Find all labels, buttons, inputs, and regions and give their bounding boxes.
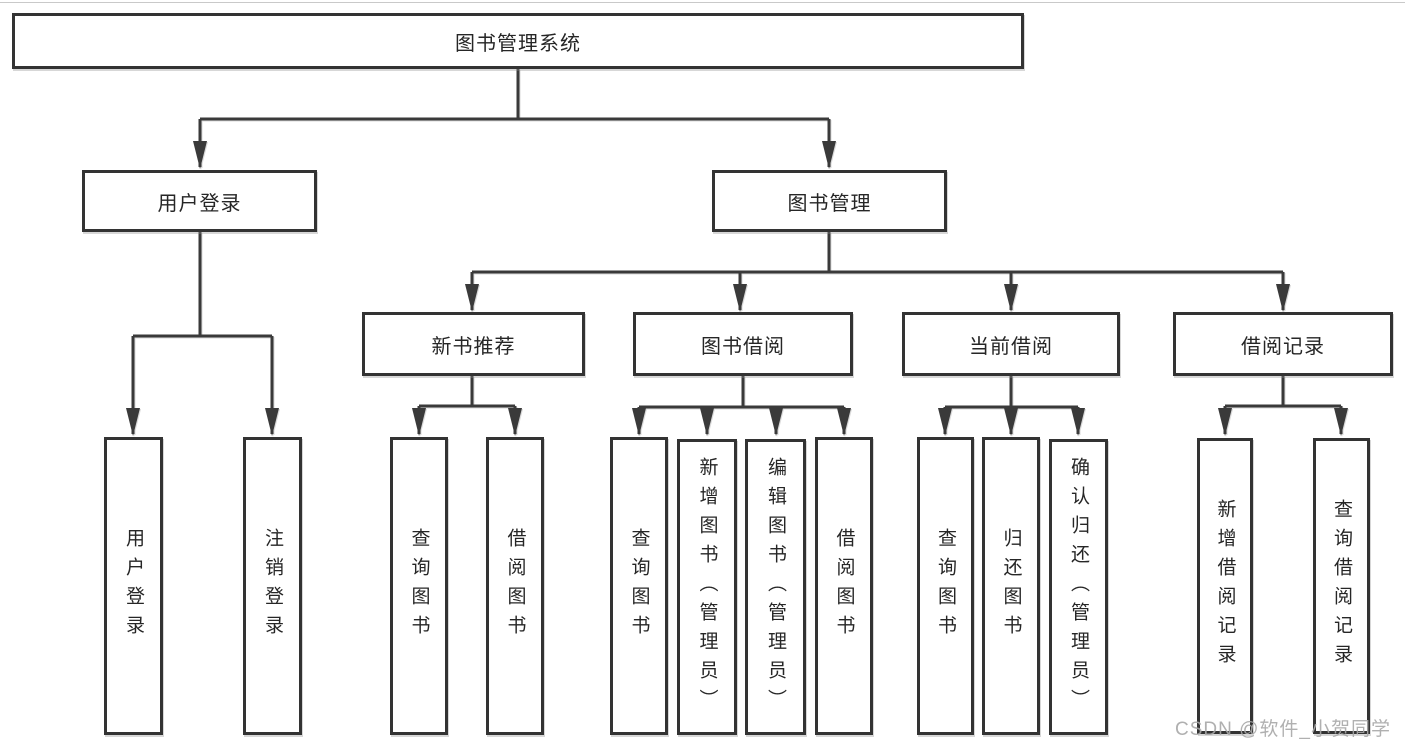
leaf-label: 注销登录 bbox=[262, 528, 283, 644]
node-label: 图书管理系统 bbox=[455, 32, 581, 55]
leaf-nbr-borrow-books: 借阅图书 bbox=[486, 437, 544, 735]
leaf-cb-query-books: 查询图书 bbox=[917, 437, 974, 735]
leaf-br-add-record: 新增借阅记录 bbox=[1197, 438, 1253, 734]
leaf-bb-add-books-admin: 新增图书（管理员） bbox=[677, 439, 737, 735]
leaf-label: 查询借阅记录 bbox=[1331, 499, 1352, 673]
leaf-label: 借阅图书 bbox=[504, 528, 526, 644]
leaf-bb-borrow-books: 借阅图书 bbox=[815, 437, 873, 735]
node-label: 图书管理 bbox=[787, 192, 872, 215]
leaf-label: 归还图书 bbox=[1000, 528, 1022, 644]
node-label: 当前借阅 bbox=[969, 335, 1053, 358]
leaf-label: 编辑图书（管理员） bbox=[765, 456, 786, 718]
node-borrowing-records: 借阅记录 bbox=[1173, 312, 1393, 376]
connector-br-trunk bbox=[1225, 376, 1341, 408]
csdn-watermark: CSDN @软件_小贺同学 bbox=[1175, 719, 1391, 740]
leaf-label: 新增图书（管理员） bbox=[696, 456, 718, 718]
leaf-label: 确认归还（管理员） bbox=[1068, 456, 1089, 718]
leaf-label: 查询图书 bbox=[935, 528, 956, 644]
leaf-label: 用户登录 bbox=[123, 528, 144, 644]
node-label: 借阅记录 bbox=[1241, 335, 1325, 358]
leaf-label: 新增借阅记录 bbox=[1214, 499, 1236, 673]
node-new-book-recommendation: 新书推荐 bbox=[362, 312, 585, 376]
node-label: 用户登录 bbox=[157, 192, 242, 215]
leaf-cb-return-books: 归还图书 bbox=[982, 437, 1040, 735]
connector-bb-trunk bbox=[639, 376, 844, 409]
connector-cb-trunk bbox=[945, 376, 1078, 409]
leaf-logout: 注销登录 bbox=[243, 437, 302, 735]
leaf-bb-edit-books-admin: 编辑图书（管理员） bbox=[745, 439, 806, 735]
node-label: 新书推荐 bbox=[431, 335, 516, 358]
leaf-label: 查询图书 bbox=[408, 528, 430, 644]
node-book-borrowing: 图书借阅 bbox=[633, 312, 853, 376]
node-user-login: 用户登录 bbox=[82, 170, 317, 232]
node-current-borrowing: 当前借阅 bbox=[902, 312, 1120, 376]
connector-nbr-trunk bbox=[419, 376, 515, 408]
leaf-nbr-query-books: 查询图书 bbox=[390, 437, 448, 735]
connector-bookmgmt-trunk bbox=[472, 232, 1283, 274]
leaf-label: 借阅图书 bbox=[833, 528, 855, 644]
leaf-br-query-record: 查询借阅记录 bbox=[1313, 438, 1370, 734]
leaf-cb-confirm-return-admin: 确认归还（管理员） bbox=[1049, 439, 1108, 735]
node-book-management: 图书管理 bbox=[712, 170, 947, 232]
node-label: 图书借阅 bbox=[701, 335, 785, 358]
top-divider-line bbox=[0, 2, 1405, 3]
leaf-user-login: 用户登录 bbox=[104, 437, 163, 735]
node-library-management-system: 图书管理系统 bbox=[12, 13, 1024, 69]
leaf-label: 查询图书 bbox=[628, 528, 650, 644]
connector-root-trunk bbox=[200, 69, 829, 121]
leaf-bb-query-books: 查询图书 bbox=[610, 437, 668, 735]
connector-userlogin-trunk bbox=[133, 232, 272, 338]
